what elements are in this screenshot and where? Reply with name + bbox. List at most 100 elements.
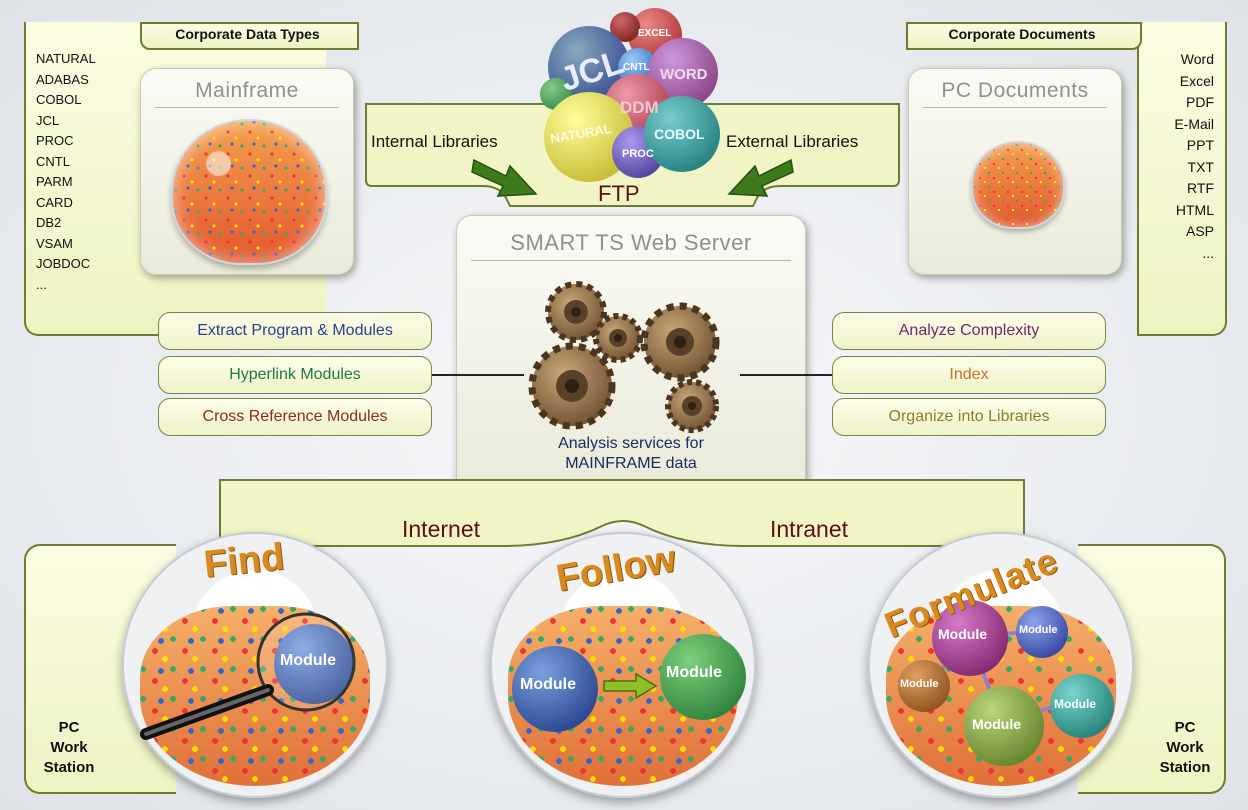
corporate-documents-frame (1137, 22, 1227, 336)
intranet-label: Intranet (770, 516, 848, 542)
service-extract: Extract Program & Modules (158, 312, 432, 350)
corporate-data-type-item: NATURAL (36, 51, 96, 66)
ball-label-cntl: CNTL (623, 62, 650, 73)
service-index: Index (832, 356, 1106, 394)
service-cross-reference: Cross Reference Modules (158, 398, 432, 436)
follow-bowl: Module Module (490, 532, 756, 798)
external-arrow-icon (727, 158, 794, 197)
service-organize: Organize into Libraries (832, 398, 1106, 436)
find-title: Find (201, 535, 287, 587)
find-bowl: Module (122, 532, 388, 798)
corporate-data-type-item: CNTL (36, 153, 70, 169)
formulate-module-ball-2: Module (1016, 606, 1068, 658)
web-server-caption-line2: MAINFRAME data (565, 455, 697, 472)
ftp-label: FTP (598, 181, 640, 206)
workstation-right-label: PC Work Station (1150, 718, 1220, 778)
web-server-divider (471, 260, 791, 261)
gear-icon (545, 281, 607, 343)
corporate-document-item: ASP (1185, 223, 1214, 239)
internet-label: Internet (402, 516, 480, 542)
formulate-module-label-3: Module (900, 678, 939, 690)
pc-documents-title: PC Documents (941, 79, 1089, 102)
corporate-data-types-title: Corporate Data Types (175, 26, 320, 42)
formulate-module-label-5: Module (1054, 697, 1096, 711)
mainframe-title: Mainframe (195, 79, 299, 102)
service-hyperlink: Hyperlink Modules (158, 356, 432, 394)
ball-label-word: WORD (660, 66, 708, 83)
workstation-right-line3: Station (1159, 759, 1211, 776)
corporate-data-type-item: CARD (36, 194, 73, 210)
follow-module-right-ball: Module (660, 634, 746, 720)
magnifier-icon (140, 612, 356, 740)
gear-icon (665, 379, 719, 433)
corporate-document-item: Word (1180, 51, 1214, 67)
corporate-document-item: TXT (1187, 158, 1214, 175)
internal-libraries-label: Internal Libraries (371, 132, 498, 151)
workstation-left-line1: PC (58, 719, 80, 736)
workstation-left-line2: Work (50, 739, 88, 756)
right-connector-line (740, 374, 832, 376)
corporate-document-item: PPT (1186, 137, 1214, 153)
corporate-document-item: E-Mail (1174, 115, 1214, 132)
ball-cluster: EXCEL JCL CNTL WORD DDM NATURAL COBOL PR… (540, 8, 720, 188)
workstation-left-label: PC Work Station (34, 718, 104, 778)
gears-icon (528, 281, 720, 433)
corporate-data-type-item: ... (36, 276, 47, 292)
corporate-document-item: Excel (1179, 72, 1214, 89)
formulate-module-ball-3: Module (898, 660, 950, 712)
corporate-data-type-item: COBOL (36, 92, 82, 107)
pc-documents-gumball-jar (971, 141, 1065, 229)
corporate-data-type-item: PARM (36, 174, 73, 189)
corporate-data-types-header (140, 22, 359, 50)
formulate-module-label-2: Module (1019, 624, 1058, 636)
corporate-documents-title: Corporate Documents (948, 26, 1096, 42)
corporate-documents-header (906, 22, 1142, 50)
web-server-caption-line1: Analysis services for (558, 435, 704, 452)
formulate-module-ball-1: Module (932, 600, 1008, 676)
service-analyze-label: Analyze Complexity (898, 322, 1040, 339)
corporate-document-item: RTF (1187, 180, 1214, 196)
workstation-right-line2: Work (1166, 739, 1204, 756)
formulate-module-ball-4: Module (964, 686, 1044, 766)
service-hyperlink-label: Hyperlink Modules (229, 366, 361, 383)
workstation-right-line1: PC (1174, 719, 1196, 736)
formulate-module-ball-5: Module (1050, 674, 1114, 738)
corporate-data-type-item: JCL (36, 112, 60, 128)
ball-label-excel: EXCEL (638, 28, 672, 39)
mainframe-divider (155, 107, 339, 108)
corporate-document-item: ... (1202, 244, 1214, 261)
gear-icon (640, 302, 720, 382)
corporate-data-type-item: PROC (36, 133, 74, 148)
left-connector-line (432, 374, 524, 376)
follow-module-right-label: Module (666, 664, 722, 681)
gear-icon (593, 313, 643, 363)
pc-documents-panel: PC Documents (908, 68, 1122, 275)
corporate-data-type-item: ADABAS (36, 71, 89, 87)
ball-label-cobol: COBOL (654, 126, 705, 142)
external-libraries-label: External Libraries (726, 132, 859, 151)
corporate-data-types-list: NATURAL ADABAS COBOL JCL PROC CNTL PARM CARD DB2… (36, 49, 136, 295)
service-extract-label: Extract Program & Modules (197, 322, 393, 339)
corporate-data-type-item: JOBDOC (36, 256, 91, 271)
gear-icon (528, 342, 616, 430)
corporate-data-type-item: DB2 (36, 215, 62, 230)
find-module-label: Module (280, 652, 336, 670)
web-server-title: SMART TS Web Server (510, 230, 752, 255)
formulate-bowl: Module Module Module Module Module (868, 532, 1134, 798)
follow-module-left-ball: Module (512, 646, 598, 732)
service-organize-label: Organize into Libraries (888, 408, 1050, 425)
follow-arrow-icon (603, 672, 658, 700)
ball-label-ddm: DDM (620, 98, 659, 117)
formulate-module-label-1: Module (938, 626, 987, 642)
formulate-module-label-4: Module (972, 716, 1021, 732)
corporate-document-item: HTML (1175, 201, 1214, 218)
service-cross-reference-label: Cross Reference Modules (202, 408, 388, 425)
service-index-label: Index (949, 366, 989, 383)
mainframe-panel: Mainframe (140, 68, 354, 275)
pc-documents-divider (923, 107, 1107, 108)
ball-label-proc: PROC (622, 148, 654, 160)
ball-cobol (644, 96, 720, 172)
service-analyze: Analyze Complexity (832, 312, 1106, 350)
find-module-ball: Module (274, 624, 354, 704)
